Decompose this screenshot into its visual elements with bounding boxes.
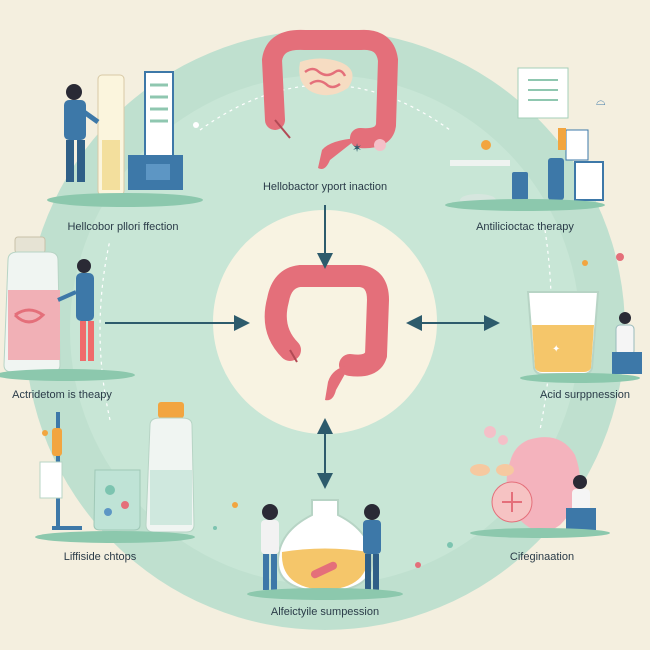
- therapy-scene-illustration: ⌓: [450, 67, 606, 206]
- platform-mid-left: [0, 369, 135, 381]
- bottle-scene-illustration: [3, 236, 94, 373]
- top-intestine-icon: [261, 29, 399, 169]
- label-mid-right: Acid surppnession: [540, 389, 630, 401]
- label-top: Hellobactor yport inaction: [263, 181, 387, 193]
- center-intestine-icon: [264, 265, 390, 401]
- svg-text:✦: ✦: [552, 344, 560, 355]
- label-mid-left: Actridetom is theapy: [12, 389, 112, 401]
- lab-scene-illustration: [64, 71, 183, 196]
- decor-dot: [213, 526, 217, 530]
- decor-dot: [582, 260, 588, 266]
- svg-text:⌓: ⌓: [596, 94, 606, 108]
- label-top-right: Antilicioctac therapy: [476, 221, 574, 233]
- decor-dot: [193, 122, 199, 128]
- decor-dot: [374, 139, 386, 151]
- decor-dot: [447, 542, 453, 548]
- platform-bottom-right: [470, 528, 610, 538]
- stomach-scene-illustration: [470, 426, 596, 532]
- acid-beaker-illustration: ✦: [526, 291, 642, 375]
- flask-people-illustration: [261, 499, 381, 594]
- decor-dot: [415, 562, 421, 568]
- platform-bottom-center: [247, 588, 403, 600]
- label-bottom-right: Cifeginaation: [510, 551, 574, 563]
- platform-bottom-left: [35, 531, 195, 543]
- decor-dot: [616, 253, 624, 261]
- label-bottom-left: Liffiside chtops: [64, 551, 137, 563]
- sparkle-icon: ✶: [352, 141, 362, 155]
- platform-top-left: [47, 193, 203, 207]
- iv-bottle-illustration: [39, 402, 195, 533]
- platform-mid-right: [520, 373, 640, 383]
- platform-top-right: [445, 199, 605, 211]
- label-top-left: Hellcobor pllori ffection: [67, 221, 178, 233]
- center-disc: [213, 210, 437, 434]
- decor-dot: [42, 430, 48, 436]
- decor-dot: [232, 502, 238, 508]
- label-bottom-center: Alfeictyile sumpession: [271, 606, 379, 618]
- orbit-arc-left: [99, 239, 111, 421]
